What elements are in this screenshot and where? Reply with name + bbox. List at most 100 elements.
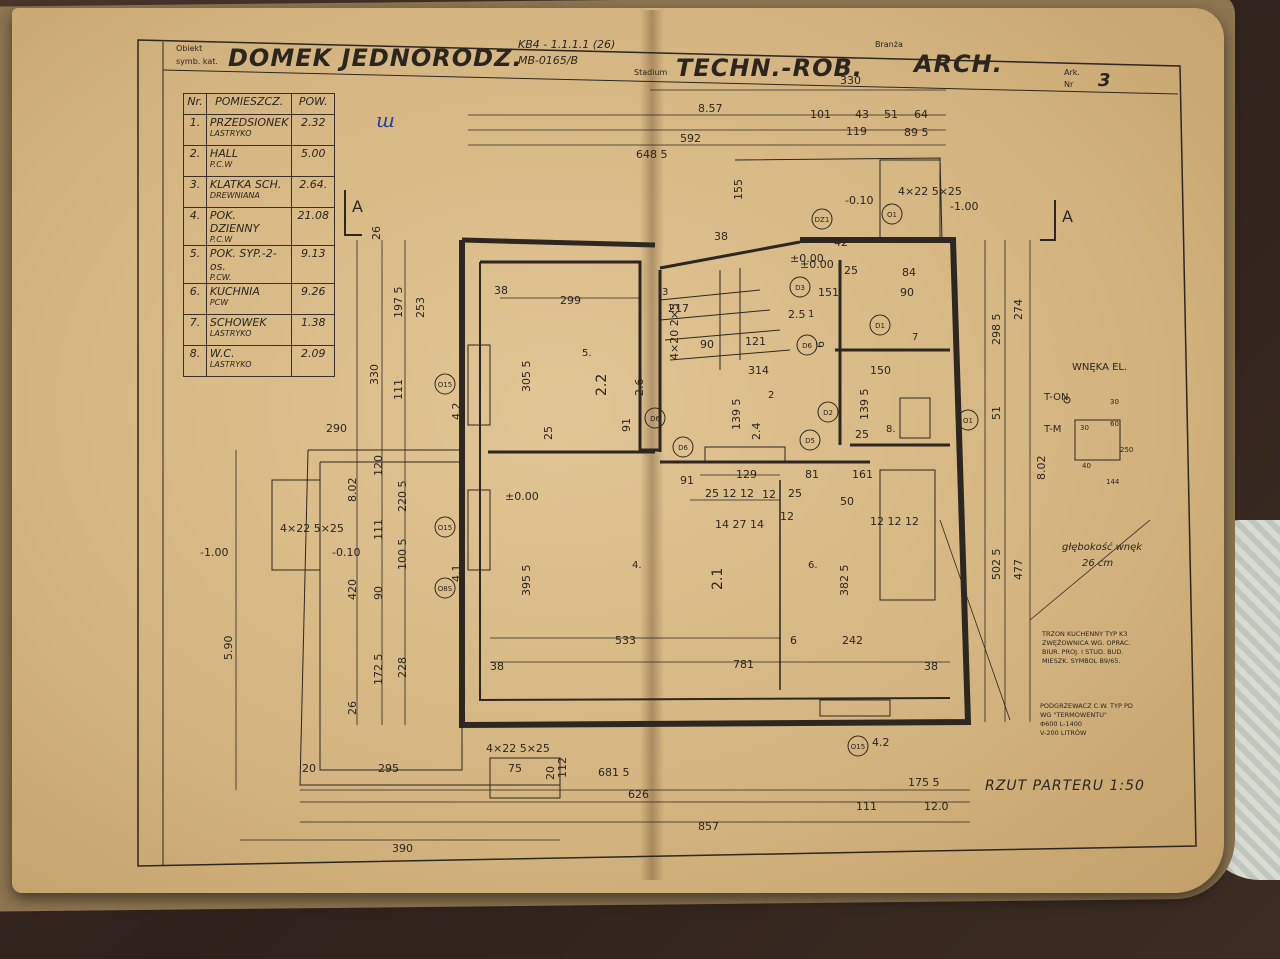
symb-kat-label: symb. kat. bbox=[176, 57, 218, 66]
bedroom-wall bbox=[480, 260, 660, 452]
bottom-steps bbox=[489, 757, 561, 799]
legend-area: 9.13 bbox=[291, 245, 335, 284]
nr-label: Nr bbox=[1064, 80, 1074, 89]
stove-note-line: MIESZK. SYMBOL B9/65. bbox=[1042, 657, 1121, 665]
niche-depth-note: głębokość wnęk bbox=[1062, 542, 1143, 553]
dim-305: 305 5 bbox=[520, 361, 533, 393]
dim-26a: 26 bbox=[346, 701, 359, 715]
niche-title: WNĘKA EL. bbox=[1072, 362, 1128, 373]
legend-room: W.C.LASTRYKO bbox=[205, 345, 293, 377]
dim-25a: 25 bbox=[844, 264, 858, 277]
legend-room-name: POK. SYP.-2-os. bbox=[209, 247, 277, 273]
dim-626: 626 bbox=[628, 788, 649, 801]
dim-155: 155 bbox=[732, 179, 745, 200]
mark-o15a: O15 bbox=[438, 381, 452, 389]
dim-253: 253 bbox=[414, 297, 427, 318]
legend-room-name: PRZEDSIONEK bbox=[209, 116, 289, 129]
mark-o1b: O1 bbox=[963, 417, 973, 425]
legend-area: 2.09 bbox=[291, 345, 335, 377]
mark-circle-o1a bbox=[881, 203, 903, 225]
terrace-outer bbox=[299, 449, 560, 786]
niche-dim-30b: 30 bbox=[1110, 398, 1119, 406]
dim-24: 2.4 bbox=[750, 423, 763, 441]
mark-d5: D5 bbox=[805, 437, 815, 445]
dim-000-mid: ±0.00 bbox=[505, 490, 539, 503]
dim-51b: 51 bbox=[990, 406, 1003, 420]
top-terrace-outline bbox=[734, 157, 943, 241]
legend-area: 21.08 bbox=[291, 207, 335, 246]
dim-390: 390 bbox=[392, 842, 413, 855]
dim-12b: 12 bbox=[762, 488, 776, 501]
legend-area: 1.38 bbox=[291, 314, 335, 346]
section-mark-right bbox=[1040, 200, 1056, 241]
legend-room-name: KUCHNIA bbox=[209, 285, 260, 298]
dim-41: 4.1 bbox=[450, 565, 463, 583]
niche-dim-144: 144 bbox=[1106, 478, 1120, 486]
top-entry-steps bbox=[879, 159, 941, 241]
dim-477: 477 bbox=[1012, 559, 1025, 580]
niche-dim-40: 40 bbox=[1082, 462, 1091, 470]
dim-121: 121 bbox=[745, 335, 766, 348]
dim-228: 228 bbox=[396, 657, 409, 678]
dim-590: 5.90 bbox=[222, 636, 235, 661]
dim-42-top: 42 bbox=[834, 236, 848, 249]
legend-room-name: KLATKA SCH. bbox=[209, 178, 282, 191]
mark-circle-o1b bbox=[957, 409, 979, 431]
dim-25b: 25 bbox=[855, 428, 869, 441]
heater-note-line: PODGRZEWACZ C.W. TYP PD bbox=[1040, 702, 1133, 710]
stove-note-line: ZWĘŻOWNICA WG. OPRAC. bbox=[1042, 639, 1131, 647]
niche-dim-60: 60 bbox=[1110, 420, 1119, 428]
dim-1725: 172 5 bbox=[372, 654, 385, 686]
wc-bowl bbox=[899, 397, 931, 439]
dim-stairs-left: 4×22 5×25 bbox=[280, 522, 344, 535]
niche-t-on: T-ON bbox=[1044, 392, 1069, 403]
outer-wall bbox=[459, 237, 972, 729]
legend-row: 5. POK. SYP.-2-os.P.CW. 9.13 bbox=[183, 245, 335, 284]
dim-64: 64 bbox=[914, 108, 928, 121]
dim-m010: -0.10 bbox=[845, 194, 873, 207]
dim-1005: 100 5 bbox=[396, 539, 409, 571]
niche-dim-250: 250 bbox=[1120, 446, 1134, 454]
outer-wall-top-left bbox=[461, 237, 656, 248]
dim-6815: 681 5 bbox=[598, 766, 630, 779]
dim-43: 43 bbox=[855, 108, 869, 121]
legend-finish: LASTRYKO bbox=[209, 360, 252, 369]
drawing-title: RZUT PARTERU 1:50 bbox=[985, 778, 1145, 794]
dim-38c: 38 bbox=[924, 660, 938, 673]
dim-42s: 4×20 2×5 bbox=[668, 303, 681, 360]
dim-stairs-bottom: 4×22 5×25 bbox=[486, 742, 550, 755]
legend-nr: 5. bbox=[183, 245, 207, 284]
mark-circle-o15a bbox=[434, 373, 456, 395]
mark-circle-o15c bbox=[847, 735, 869, 757]
room-label-4: 4. bbox=[632, 560, 642, 571]
mark-d6a: D6 bbox=[802, 342, 812, 350]
legend-room-name: SCHOWEK bbox=[209, 316, 267, 329]
room-label-3: 3 bbox=[662, 287, 668, 298]
window-kitchen bbox=[819, 699, 891, 717]
mark-o1a: O1 bbox=[887, 211, 897, 219]
dim-857-top: 8.57 bbox=[698, 102, 723, 115]
dim-51: 51 bbox=[884, 108, 898, 121]
dim-42b: 4.2 bbox=[872, 736, 890, 749]
stair-treads bbox=[659, 289, 791, 361]
dim-6: 6 bbox=[790, 634, 797, 647]
dim-781: 781 bbox=[733, 658, 754, 671]
legend-row: 8. W.C.LASTRYKO 2.09 bbox=[183, 345, 335, 377]
dim-395: 395 5 bbox=[520, 565, 533, 597]
dim-26c: 2.6 bbox=[633, 379, 646, 397]
room-label-1: 1 bbox=[808, 309, 814, 320]
dim-120b: 12.0 bbox=[924, 800, 949, 813]
dim-22: 2.2 bbox=[594, 374, 610, 396]
dim-129: 129 bbox=[736, 468, 757, 481]
stair-stringers bbox=[719, 268, 741, 370]
dim-802: 8.02 bbox=[346, 478, 359, 503]
legend-finish: P.C.W bbox=[209, 160, 233, 169]
niche-point bbox=[1063, 396, 1071, 404]
mark-d6c: D6 bbox=[678, 444, 688, 452]
dim-90b: 90 bbox=[372, 586, 385, 600]
dim-802b: 8.02 bbox=[1035, 456, 1048, 481]
branza-label: Branża bbox=[875, 40, 903, 49]
mark-dz1: DZ1 bbox=[815, 216, 830, 224]
